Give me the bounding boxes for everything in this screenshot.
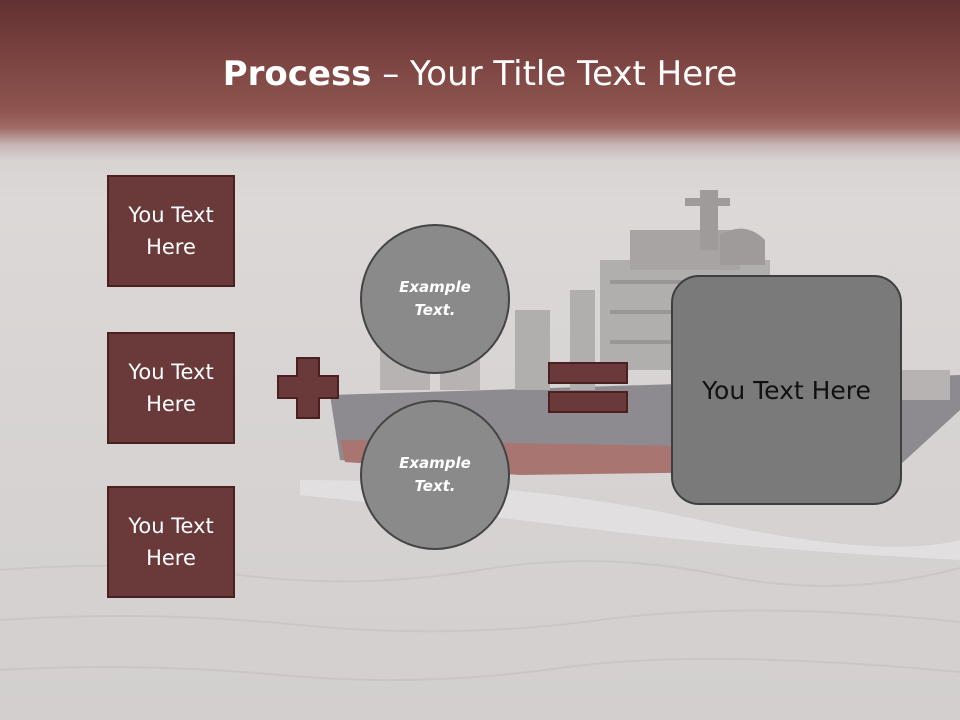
example-circle-1[interactable]: Example Text. <box>360 224 510 374</box>
slide-title: Process – Your Title Text Here <box>0 52 960 96</box>
step-box-1[interactable]: You Text Here <box>107 175 235 287</box>
title-banner <box>0 0 960 160</box>
example-circle-2[interactable]: Example Text. <box>360 400 510 550</box>
step-box-2[interactable]: You Text Here <box>107 332 235 444</box>
title-bold: Process <box>222 54 372 94</box>
step-box-3[interactable]: You Text Here <box>107 486 235 598</box>
title-rest: – Your Title Text Here <box>371 54 738 94</box>
result-box[interactable]: You Text Here <box>671 275 902 505</box>
